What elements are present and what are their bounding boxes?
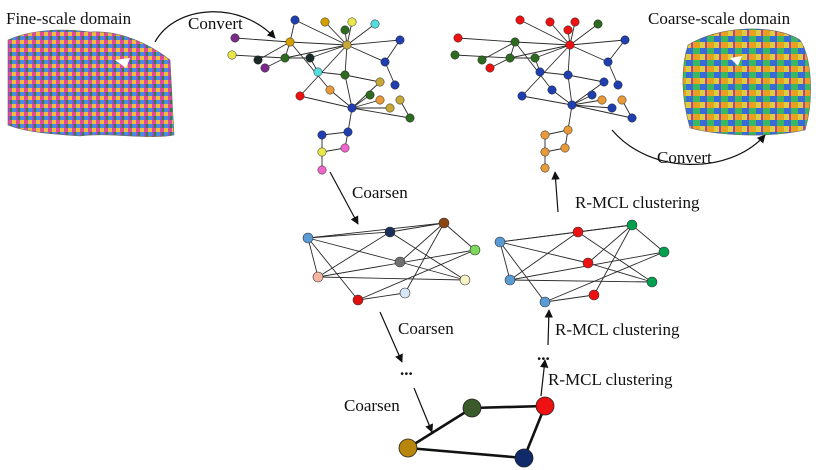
coarsen-label-1: Coarsen — [352, 183, 408, 202]
fine-scale-mesh — [7, 29, 175, 137]
clustered-graph-level-1 — [494, 219, 670, 308]
convert-top-arrow — [154, 11, 276, 43]
rmcl-arrow-2 — [544, 309, 553, 346]
final-node-gold — [398, 438, 418, 458]
rmcl-label-3: R-MCL clustering — [548, 370, 673, 389]
final-node-navy — [514, 448, 534, 468]
coarse-domain-label: Coarse-scale domain — [648, 9, 791, 28]
ellipsis-left: ... — [400, 360, 413, 379]
final-node-red — [535, 396, 555, 416]
coarsen-arrow-2 — [379, 311, 403, 363]
fine-graph — [227, 15, 415, 175]
ellipsis-right: ... — [537, 345, 550, 364]
rmcl-arrow-1 — [551, 171, 560, 213]
rmcl-label-2: R-MCL clustering — [555, 320, 680, 339]
convert-bottom-arrow — [611, 129, 766, 165]
coarse-scale-mesh — [682, 28, 811, 136]
coarsen-label-3: Coarsen — [344, 396, 400, 415]
rmcl-label-1: R-MCL clustering — [575, 193, 700, 212]
flow-arrows — [154, 11, 766, 433]
convert-bottom-label: Convert — [657, 148, 712, 167]
fine-domain-label: Fine-scale domain — [6, 9, 132, 28]
coarsen-arrow-1 — [329, 171, 359, 225]
convert-top-label: Convert — [188, 14, 243, 33]
coarse-graph — [450, 15, 637, 173]
coarsest-graph — [398, 396, 555, 468]
coarsen-arrow-3 — [413, 387, 434, 433]
final-node-olive — [462, 398, 482, 418]
coarsened-graph-level-1 — [302, 217, 481, 306]
coarsen-label-2: Coarsen — [398, 319, 454, 338]
rmcl-arrow-3 — [539, 359, 549, 397]
